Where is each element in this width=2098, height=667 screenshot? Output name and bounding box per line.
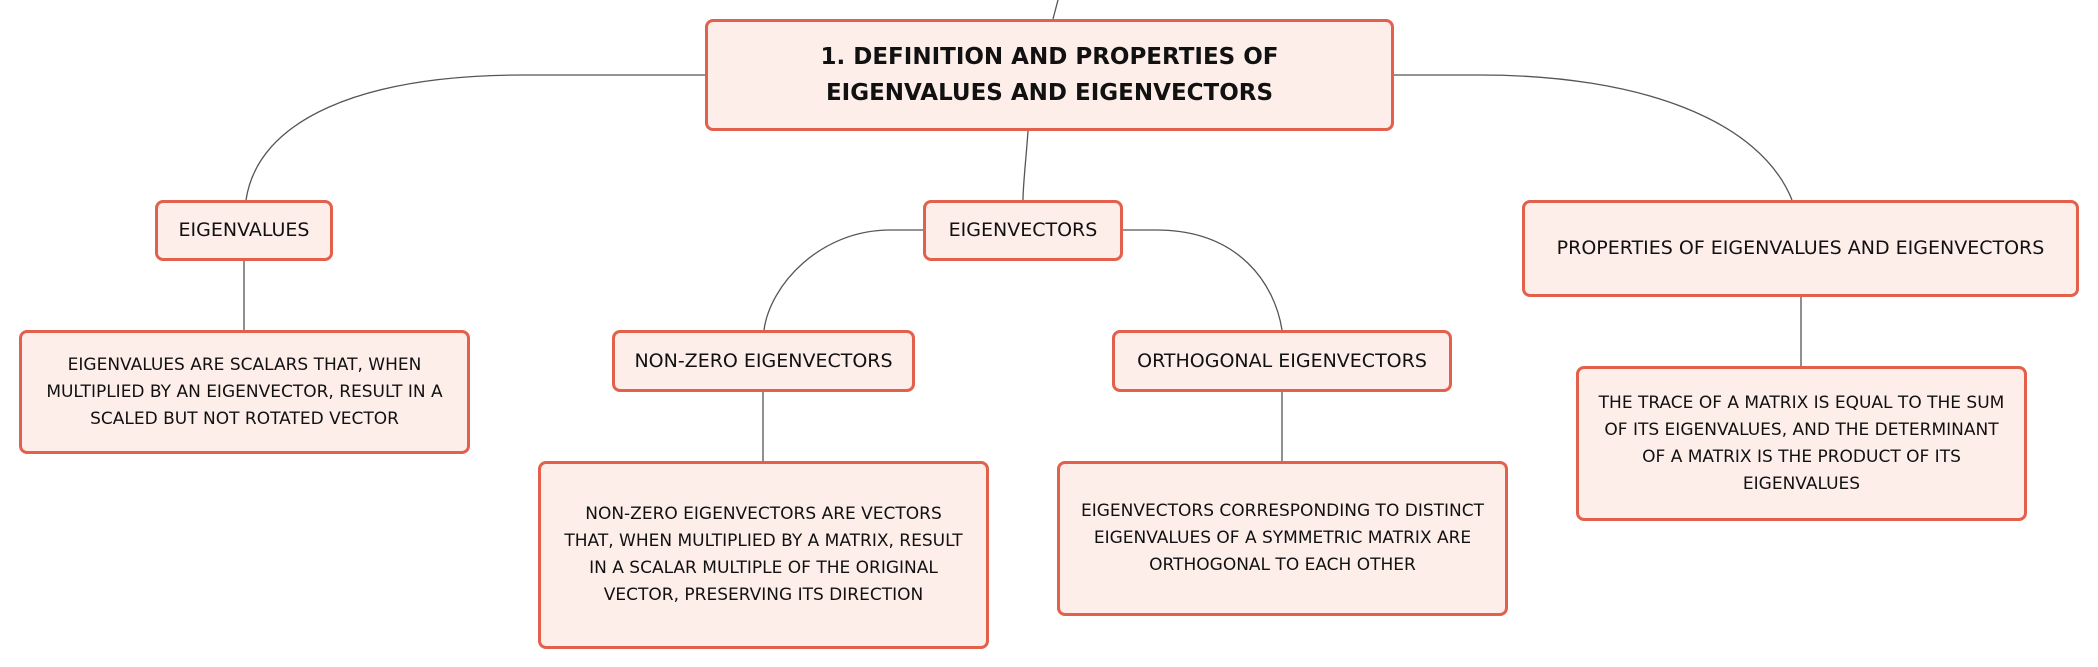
- orthogonal-eigenvectors-description: EIGENVECTORS CORRESPONDING TO DISTINCT E…: [1081, 501, 1484, 575]
- connector-root-to-eigenvalues: [245, 74, 705, 201]
- orthogonal-eigenvectors-label: ORTHOGONAL EIGENVECTORS: [1137, 349, 1427, 372]
- properties-description-node[interactable]: THE TRACE OF A MATRIX IS EQUAL TO THE SU…: [1576, 366, 2027, 521]
- connector-parent-to-root: [1052, 0, 1059, 20]
- properties-label: PROPERTIES OF EIGENVALUES AND EIGENVECTO…: [1556, 237, 2045, 259]
- eigenvectors-label: EIGENVECTORS: [948, 219, 1098, 241]
- nonzero-eigenvectors-node[interactable]: NON-ZERO EIGENVECTORS: [612, 330, 915, 392]
- connector-eigenvectors-to-orthogonal: [1123, 229, 1283, 331]
- connector-root-to-eigenvectors: [1022, 130, 1029, 201]
- root-topic-title: 1. DEFINITION AND PROPERTIES OF EIGENVAL…: [820, 44, 1279, 106]
- connector-eigenvectors-to-nonzero: [763, 229, 923, 331]
- connector-root-to-properties: [1394, 74, 1793, 201]
- properties-description: THE TRACE OF A MATRIX IS EQUAL TO THE SU…: [1598, 392, 2005, 494]
- eigenvalues-label: EIGENVALUES: [178, 219, 310, 241]
- nonzero-eigenvectors-label: NON-ZERO EIGENVECTORS: [634, 349, 893, 372]
- nonzero-eigenvectors-description-node[interactable]: NON-ZERO EIGENVECTORS ARE VECTORS THAT, …: [538, 461, 989, 649]
- eigenvalues-description-node[interactable]: EIGENVALUES ARE SCALARS THAT, WHEN MULTI…: [19, 330, 470, 454]
- eigenvalues-node[interactable]: EIGENVALUES: [155, 200, 333, 261]
- eigenvectors-node[interactable]: EIGENVECTORS: [923, 200, 1123, 261]
- eigenvalues-description: EIGENVALUES ARE SCALARS THAT, WHEN MULTI…: [46, 354, 443, 429]
- properties-node[interactable]: PROPERTIES OF EIGENVALUES AND EIGENVECTO…: [1522, 200, 2079, 297]
- orthogonal-eigenvectors-description-node[interactable]: EIGENVECTORS CORRESPONDING TO DISTINCT E…: [1057, 461, 1508, 616]
- nonzero-eigenvectors-description: NON-ZERO EIGENVECTORS ARE VECTORS THAT, …: [564, 504, 963, 605]
- root-topic-node[interactable]: 1. DEFINITION AND PROPERTIES OF EIGENVAL…: [705, 19, 1394, 131]
- orthogonal-eigenvectors-node[interactable]: ORTHOGONAL EIGENVECTORS: [1112, 330, 1452, 392]
